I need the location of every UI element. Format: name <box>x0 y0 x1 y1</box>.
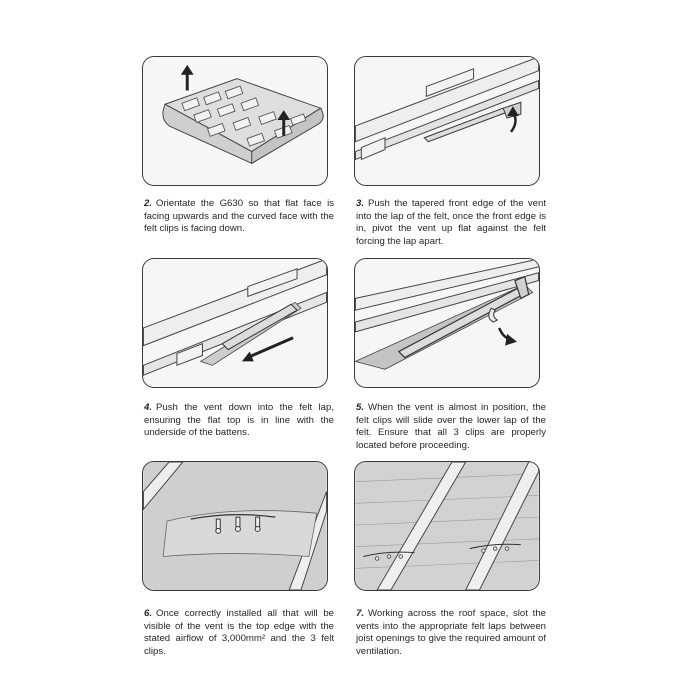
step-6-caption: 6.Once correctly installed all that will… <box>144 608 334 658</box>
step-number: 2. <box>144 198 153 209</box>
step-text: When the vent is almost in position, the… <box>356 402 546 451</box>
step-4-illustration <box>142 258 328 388</box>
step-5-caption: 5.When the vent is almost in position, t… <box>356 402 546 452</box>
felt-clip <box>235 516 241 532</box>
step-2-caption: 2.Orientate the G630 so that flat face i… <box>144 198 334 236</box>
vent-slots <box>181 85 307 147</box>
felt-strip <box>162 510 318 557</box>
curved-arrow-icon <box>498 327 517 346</box>
vent-insertion-drawing <box>355 57 539 185</box>
felt-clip <box>488 307 499 323</box>
step-6-illustration <box>142 461 328 591</box>
step-text: Push the tapered front edge of the vent … <box>356 198 546 247</box>
step-number: 5. <box>356 402 365 413</box>
felt-clip <box>374 546 510 561</box>
step-text: Once correctly installed all that will b… <box>144 608 334 657</box>
left-arrow-icon <box>241 336 294 362</box>
vent-part <box>221 303 298 351</box>
step-7-illustration <box>354 461 540 591</box>
vent-top-edge <box>190 514 276 520</box>
vent-push-down-drawing <box>143 259 327 387</box>
vent-orientation-drawing <box>143 57 327 185</box>
up-arrow-icon <box>180 64 194 91</box>
roof-battens <box>355 57 539 161</box>
step-text: Orientate the G630 so that flat face is … <box>144 198 334 235</box>
step-number: 4. <box>144 402 153 413</box>
step-text: Working across the roof space, slot the … <box>356 608 546 657</box>
step-3-illustration <box>354 56 540 186</box>
batten-block <box>176 268 298 367</box>
roof-battens <box>355 259 539 333</box>
step-number: 3. <box>356 198 365 209</box>
vent-row <box>363 543 521 558</box>
step-number: 7. <box>356 608 365 619</box>
felt-layers <box>355 473 539 569</box>
felt-clip <box>215 518 222 534</box>
step-5-illustration <box>354 258 540 388</box>
step-3-caption: 3.Push the tapered front edge of the ven… <box>356 198 546 248</box>
step-number: 6. <box>144 608 153 619</box>
installed-vent-drawing <box>143 462 327 590</box>
step-7-caption: 7.Working across the roof space, slot th… <box>356 608 546 658</box>
batten-block <box>360 68 475 161</box>
step-4-caption: 4.Push the vent down into the felt lap, … <box>144 402 334 440</box>
step-text: Push the vent down into the felt lap, en… <box>144 402 334 439</box>
up-arrow-icon <box>277 110 291 136</box>
vent-part <box>397 275 530 359</box>
felt-clips-drawing <box>355 259 539 387</box>
felt-clip <box>254 516 261 532</box>
step-2-illustration <box>142 56 328 186</box>
curved-arrow-icon <box>507 106 519 133</box>
roof-space-drawing <box>355 462 539 590</box>
